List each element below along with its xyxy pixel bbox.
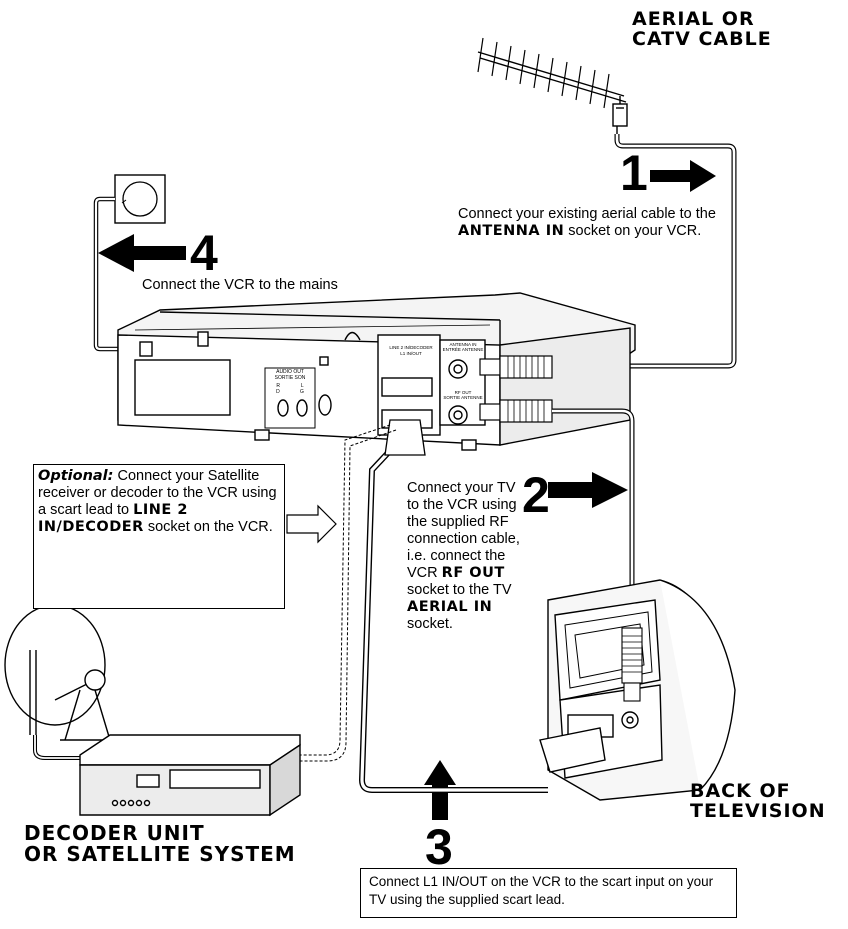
tv-rf-plug [621,627,643,702]
step-2-text: Connect your TV to the VCR using the sup… [407,480,525,633]
aerial-heading-line2: CATV CABLE [632,27,772,50]
audio-out-label: AUDIO OUT [276,369,304,375]
optional-lead: Optional: [38,468,114,484]
step-1-antenna-in: ANTENNA IN [458,223,565,239]
l-label: L [300,383,304,389]
step-number-4: 4 [190,225,218,281]
d-label: D [276,389,280,395]
decoder-heading: DECODER UNIT OR SATELLITE SYSTEM [24,823,296,865]
step-2-rf-out: RF OUT [441,565,505,581]
step-2-text-b: socket to the TV [407,582,512,598]
g-label: G [299,389,304,395]
decoder-heading-line1: DECODER UNIT [24,821,205,845]
step-2-text-a: Connect your TV to the VCR using the sup… [407,480,520,581]
step-4-text: Connect the VCR to the mains [142,277,338,293]
entree-label: ENTRÉE ANTENNE [442,347,484,352]
r-label: R [276,383,281,389]
decoder-scart-lead [300,424,391,756]
optional-text-b: socket on the VCR. [143,519,273,535]
step-1-text: Connect your existing aerial cable to th… [458,206,733,240]
decoder-heading-line2: OR SATELLITE SYSTEM [24,842,296,866]
sortie-son-label: SORTIE SON [274,375,306,381]
optional-line2: LINE 2 IN/DECODER [38,502,188,535]
antenna-in-label: ANTENNA IN [449,342,477,347]
arrow-right-2 [548,472,628,508]
arrow-right-1 [650,160,716,192]
step-2-aerial-in: AERIAL IN [407,599,493,615]
satellite-dish [4,604,115,741]
scart-panel-label: LINE 2 IN/DECODER L1 IN/OUT [383,345,439,356]
aerial-heading-line1: AERIAL OR [632,8,755,30]
aerial-heading: AERIAL OR CATV CABLE [632,8,772,50]
vcr-back [117,292,636,451]
vcr-audio-label: AUDIO OUT SORTIE SON R L D G [266,369,314,395]
line1-label: L1 IN/OUT [400,350,422,356]
step-number-1: 1 [620,145,648,201]
step-2-text-c: socket. [407,616,453,632]
decoder-box [79,734,301,817]
sortie-label: SORTIE ANTENNE [443,395,483,400]
step-number-2: 2 [522,467,550,523]
rf-out-label: RF OUT [454,390,472,395]
optional-text-a: Connect your Satellite receiver or decod… [38,468,277,518]
step-number-3: 3 [425,819,453,875]
back-tv-line2: TELEVISION [690,799,826,822]
step-1-text-b: socket on your VCR. [564,223,702,239]
step-3-box: Connect L1 IN/OUT on the VCR to the scar… [360,868,737,918]
line2-label: LINE 2 IN/DECODER [389,345,433,350]
outline-arrow [286,504,337,544]
optional-box: Optional: Connect your Satellite receive… [33,464,285,609]
back-tv-heading: BACK OF TELEVISION [690,780,826,822]
arrow-left-4 [98,234,186,272]
mains-socket [114,174,166,224]
step-1-text-a: Connect your existing aerial cable to th… [458,206,716,222]
antenna-in-panel: ANTENNA IN ENTRÉE ANTENNE [442,342,484,352]
rf-out-panel: RF OUT SORTIE ANTENNE [442,390,484,400]
aerial-antenna [477,37,628,134]
back-tv-line1: BACK OF [690,780,791,802]
